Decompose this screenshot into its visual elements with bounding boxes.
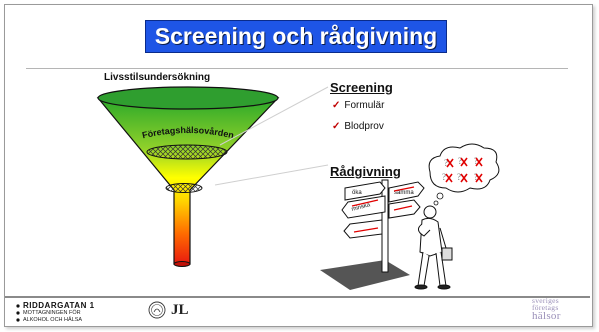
partner-logo-line-3: hälsor — [532, 310, 561, 322]
lifestyle-label: Livsstilsundersökning — [104, 72, 211, 83]
funnel-rim — [97, 86, 279, 110]
screening-item-formular: ✓Formulär — [332, 100, 384, 111]
title-divider — [26, 68, 568, 69]
seal-logo-icon — [148, 301, 166, 319]
brand-sub-line-2: ALKOHOL OCH HÄLSA — [23, 316, 83, 323]
svg-text:?: ? — [474, 156, 478, 166]
sign-oka: öka — [344, 181, 386, 201]
funnel-spout-end — [173, 261, 191, 267]
footer-divider — [5, 296, 590, 298]
svg-text:minska: minska — [351, 202, 372, 213]
riddargatan-logo: RIDDARGATAN 1 MOTTAGNINGEN FÖR ALKOHOL O… — [23, 301, 95, 323]
advice-heading: Rådgivning — [330, 164, 401, 179]
signpost-illustration: öka minska samma ? ? ? ? ? ? — [320, 143, 500, 290]
sign-samma: samma — [388, 181, 425, 203]
jl-logo: JL — [171, 302, 189, 318]
brand-sub-line-1: MOTTAGNINGEN FÖR — [23, 310, 81, 316]
screening-item-label: Formulär — [344, 100, 385, 111]
thinking-man — [414, 205, 453, 290]
slide-title: Screening och rådgivning — [154, 23, 438, 49]
svg-text:?: ? — [474, 172, 478, 182]
svg-text:samma: samma — [394, 190, 414, 196]
check-icon: ✓ — [332, 121, 341, 132]
svg-text:?: ? — [444, 158, 448, 168]
bullet-dots-icon — [16, 304, 20, 322]
screening-item-label: Blodprov — [344, 121, 384, 132]
svg-text:öka: öka — [352, 190, 362, 196]
lower-filter — [165, 183, 203, 193]
thought-bubble: ? ? ? ? ? ? — [428, 143, 500, 206]
screening-heading: Screening — [330, 80, 393, 95]
funnel-graphic: Företagshälsovården — [96, 86, 280, 267]
sign-minska: minska — [341, 195, 386, 219]
partner-logo-line-1: sveriges — [532, 296, 559, 305]
connector-lines — [214, 86, 329, 186]
upper-filter — [146, 144, 228, 160]
partner-logo-line-2: företags — [532, 303, 559, 312]
title-box: Screening och rådgivning — [145, 20, 447, 53]
screening-item-blodprov: ✓Blodprov — [332, 121, 384, 132]
check-icon: ✓ — [332, 100, 341, 111]
brand-name: RIDDARGATAN 1 — [23, 301, 95, 310]
svg-text:?: ? — [457, 172, 461, 182]
svg-text:?: ? — [442, 172, 446, 182]
svg-text:?: ? — [458, 156, 462, 166]
sveriges-foretagshalsor-logo: sveriges företags hälsor — [532, 297, 582, 325]
